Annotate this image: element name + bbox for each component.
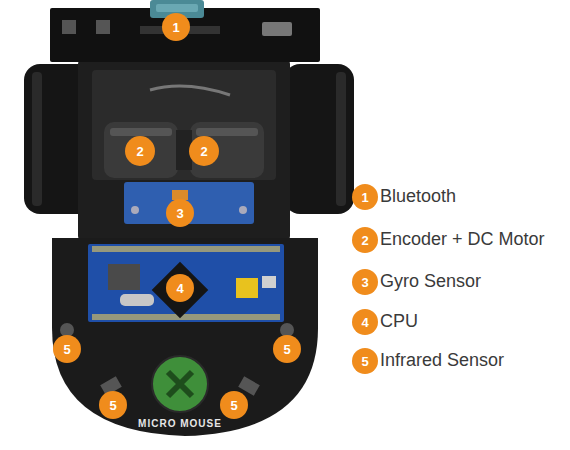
legend-text: Gyro Sensor bbox=[380, 271, 481, 293]
callout-badge: 5 bbox=[99, 391, 127, 419]
callout-number: 4 bbox=[352, 309, 378, 335]
callout-number: 2 bbox=[125, 136, 155, 166]
callout-number: 2 bbox=[189, 136, 219, 166]
callout-badge: 2 bbox=[352, 227, 378, 253]
callout-badge: 1 bbox=[162, 13, 190, 41]
legend-text: Bluetooth bbox=[380, 186, 456, 208]
callout-number: 1 bbox=[352, 184, 378, 210]
callout-badge: 5 bbox=[352, 348, 378, 374]
callout-number: 5 bbox=[352, 348, 378, 374]
callout-number: 3 bbox=[352, 269, 378, 295]
callout-badge: 4 bbox=[352, 309, 378, 335]
callout-badge: 5 bbox=[53, 335, 81, 363]
callout-number: 5 bbox=[220, 391, 248, 419]
callout-badge: 1 bbox=[352, 184, 378, 210]
callout-badge: 2 bbox=[189, 136, 219, 166]
callout-number: 2 bbox=[352, 227, 378, 253]
legend-text: CPU bbox=[380, 311, 418, 333]
callout-badge: 2 bbox=[125, 136, 155, 166]
callout-number: 5 bbox=[99, 391, 127, 419]
callout-number: 3 bbox=[166, 199, 194, 227]
callout-number: 1 bbox=[162, 13, 190, 41]
board-silkscreen: MICRO MOUSE bbox=[138, 418, 222, 429]
callout-badge: 3 bbox=[166, 199, 194, 227]
callout-number: 5 bbox=[53, 335, 81, 363]
callout-badge: 4 bbox=[166, 274, 194, 302]
legend-text: Infrared Sensor bbox=[380, 350, 504, 372]
callout-badge: 5 bbox=[220, 391, 248, 419]
callout-badge: 3 bbox=[352, 269, 378, 295]
callout-number: 5 bbox=[273, 335, 301, 363]
callout-number: 4 bbox=[166, 274, 194, 302]
legend-text: Encoder + DC Motor bbox=[380, 229, 545, 251]
callout-badge: 5 bbox=[273, 335, 301, 363]
